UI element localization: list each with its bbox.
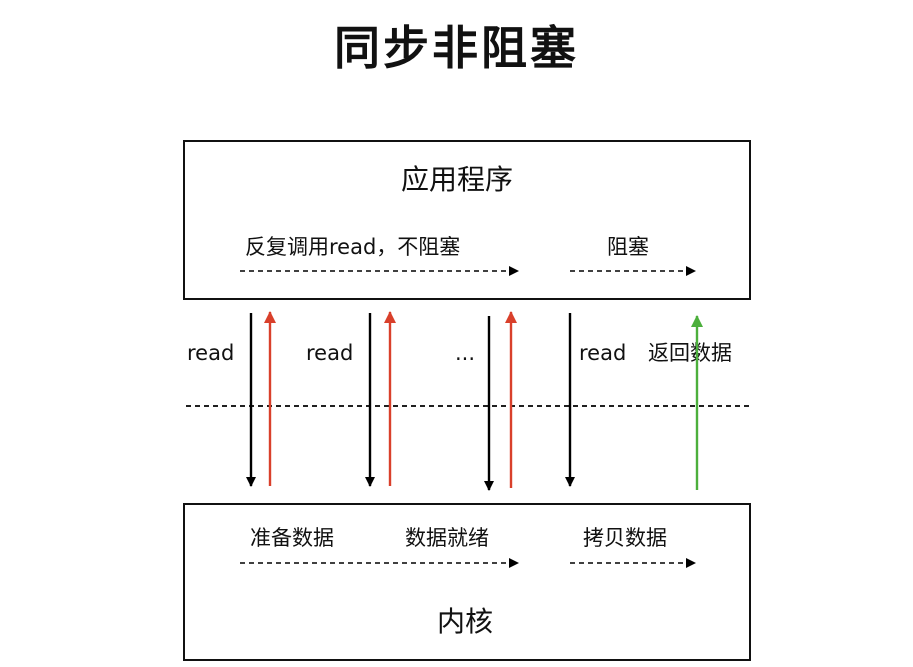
- page-title: 同步非阻塞: [334, 21, 579, 75]
- kernel-box: [183, 503, 751, 661]
- phase-poll-label: 反复调用read，不阻塞: [245, 235, 461, 259]
- read-call-label: read: [306, 341, 354, 365]
- ellipsis-call-label: ...: [455, 341, 476, 365]
- application-title: 应用程序: [401, 163, 514, 196]
- phase-block-label: 阻塞: [607, 235, 649, 259]
- phase-ready-label: 数据就绪: [405, 526, 489, 550]
- phase-copy-label: 拷贝数据: [583, 526, 667, 550]
- read-call-label: read: [579, 341, 627, 365]
- application-box: [183, 140, 751, 300]
- kernel-title: 内核: [437, 605, 494, 638]
- phase-prepare-label: 准备数据: [250, 526, 334, 550]
- read-call-label: read: [187, 341, 235, 365]
- return-data-label: 返回数据: [648, 341, 732, 365]
